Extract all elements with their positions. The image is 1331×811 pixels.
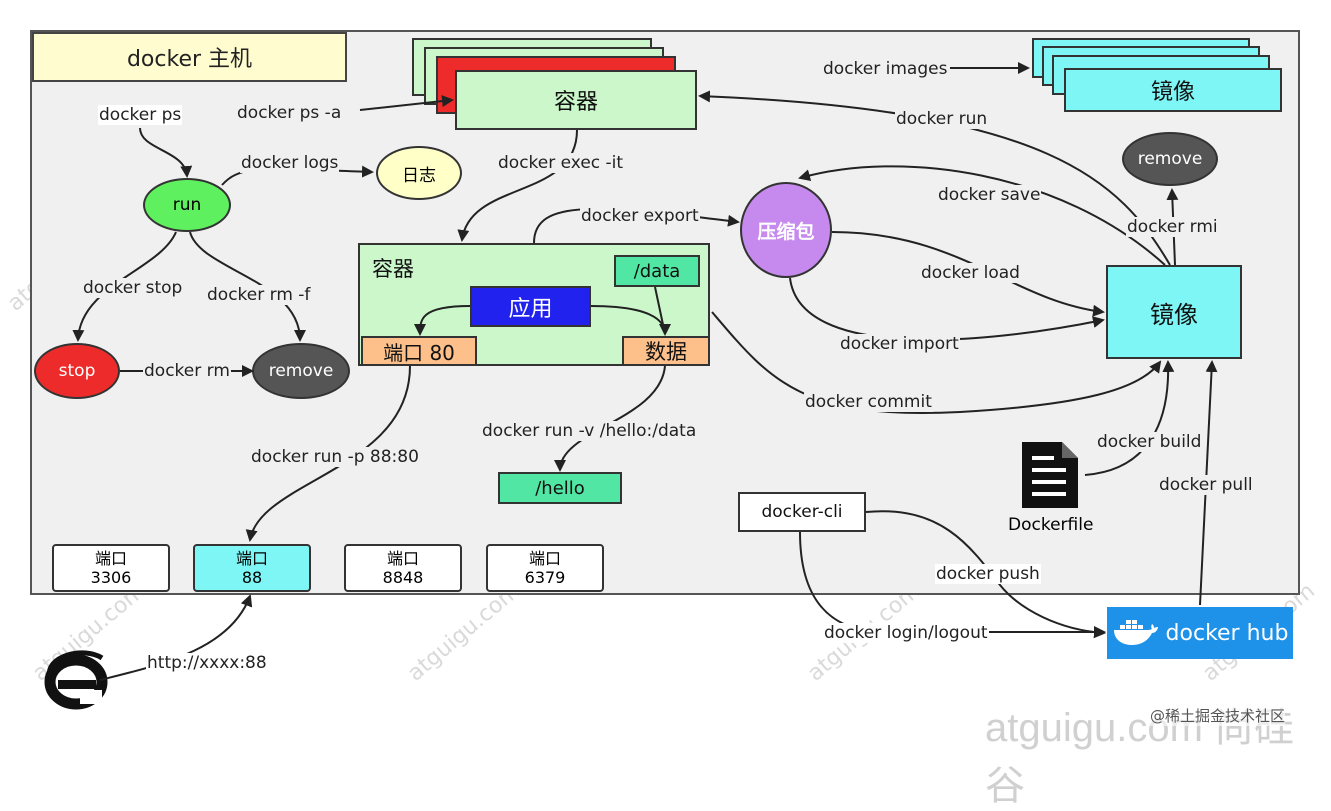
docker-whale-icon xyxy=(1113,620,1158,645)
edge-label-images: docker images xyxy=(822,59,949,79)
edge-label-ps-a: docker ps -a xyxy=(236,103,343,123)
edge-label-login: docker login/logout xyxy=(823,623,989,643)
port-label: 端口 xyxy=(386,549,419,568)
port-box: 端口 88 xyxy=(193,544,311,592)
image-node-top: 镜像 xyxy=(1064,68,1282,112)
edge-label-ps: docker ps xyxy=(98,105,183,125)
edge-label-rm: docker rm xyxy=(143,361,231,381)
port-number: 6379 xyxy=(524,568,566,587)
docker-cli-node: docker-cli xyxy=(738,492,866,532)
compress-package-node: 压缩包 xyxy=(740,182,832,278)
port-number: 8848 xyxy=(382,568,424,587)
log-node: 日志 xyxy=(376,146,462,200)
port-box: 端口 6379 xyxy=(486,544,604,592)
edge-label-save: docker save xyxy=(937,185,1042,205)
edge-label-import: docker import xyxy=(839,334,960,354)
edge-label-http: http://xxxx:88 xyxy=(146,653,268,673)
browser-e-icon xyxy=(44,648,108,712)
dockerfile-label: Dockerfile xyxy=(1008,515,1094,535)
edge-label-export: docker export xyxy=(580,206,700,226)
edge-label-run-p: docker run -p 88:80 xyxy=(250,447,420,467)
host-title: docker 主机 xyxy=(32,32,347,82)
edge-label-exec: docker exec -it xyxy=(497,153,625,173)
edge-label-rm-f: docker rm -f xyxy=(206,285,312,305)
edge-label-run: docker run xyxy=(895,109,989,129)
port-number: 3306 xyxy=(90,568,132,587)
dockerfile-icon xyxy=(1020,440,1080,510)
stop-state-node: stop xyxy=(34,343,120,399)
image-node-main: 镜像 xyxy=(1106,265,1242,359)
edge-label-pull: docker pull xyxy=(1158,475,1254,495)
data-dir-node: /data xyxy=(614,255,700,287)
run-state-node: run xyxy=(143,178,231,232)
port-label: 端口 xyxy=(235,549,268,568)
app-node: 应用 xyxy=(470,286,591,327)
port-box: 端口 3306 xyxy=(52,544,170,592)
credit-text: @稀土掘金技术社区 xyxy=(1150,705,1286,726)
container-node-top: 容器 xyxy=(455,70,697,130)
edge-label-stop: docker stop xyxy=(82,278,184,298)
docker-hub-node: docker hub xyxy=(1107,607,1293,659)
port-box: 端口 8848 xyxy=(344,544,462,592)
hub-label: docker hub xyxy=(1165,620,1289,646)
port80-node: 端口 80 xyxy=(361,336,477,366)
port-label: 端口 xyxy=(528,549,561,568)
edge-label-push: docker push xyxy=(935,564,1041,584)
port-label: 端口 xyxy=(94,549,127,568)
edge-label-commit: docker commit xyxy=(804,392,933,412)
edge-label-run-v: docker run -v /hello:/data xyxy=(481,421,698,441)
remove-node-right: remove xyxy=(1122,132,1218,186)
container-main-label: 容器 xyxy=(372,257,414,281)
hello-volume-node: /hello xyxy=(498,472,622,504)
edge-label-logs: docker logs xyxy=(240,153,340,173)
edge-label-rmi: docker rmi xyxy=(1126,217,1219,237)
edge-label-load: docker load xyxy=(920,263,1021,283)
data-store-node: 数据 xyxy=(622,336,710,366)
port-number: 88 xyxy=(241,568,263,587)
edge-label-build: docker build xyxy=(1096,432,1203,452)
